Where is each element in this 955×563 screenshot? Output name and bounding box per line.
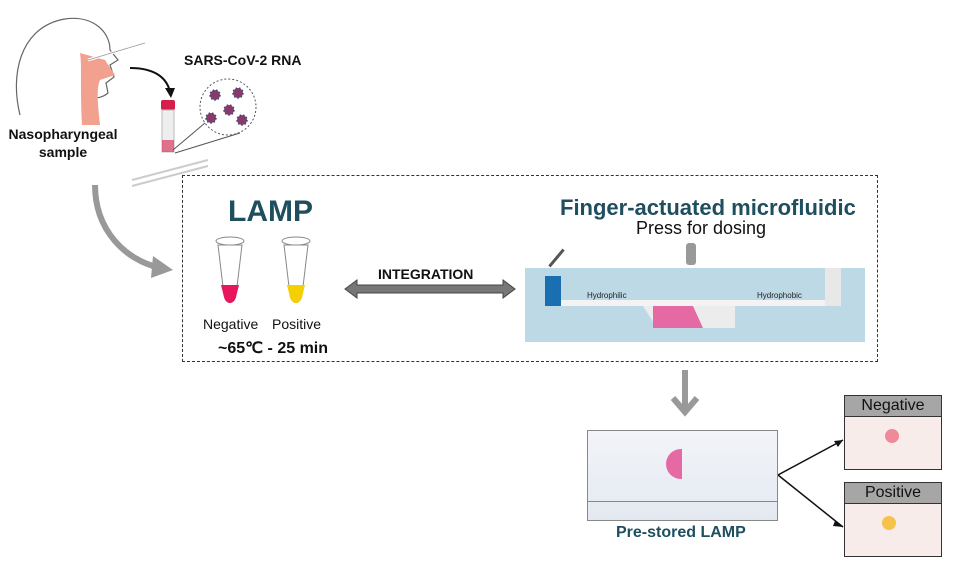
double-arrow-icon (344, 279, 516, 299)
negative-spot (885, 429, 899, 443)
sample-label-line2: sample (38, 144, 88, 160)
integration-label: INTEGRATION (378, 266, 474, 282)
lamp-chip (587, 430, 778, 521)
result-positive-photo (844, 503, 942, 557)
microfluidic-title: Finger-actuated microfluidic (560, 195, 856, 220)
virus-label: SARS-CoV-2 RNA (184, 52, 302, 68)
tube-positive-label: Positive (272, 316, 322, 332)
lamp-title: LAMP (228, 195, 313, 228)
hydrophilic-label: Hydrophilic (587, 291, 627, 300)
tube-negative-label: Negative (203, 316, 259, 332)
result-arrows-icon (778, 439, 844, 528)
sample-label: Nasopharyngeal sample (8, 125, 118, 161)
curved-arrow-icon (129, 67, 175, 98)
process-arrow-icon (92, 184, 173, 278)
hydrophobic-label: Hydrophobic (757, 291, 802, 300)
tube-positive-icon (281, 236, 311, 303)
chip-sample-spot (666, 449, 682, 479)
result-positive-header: Positive (844, 482, 942, 504)
virus-icon (205, 87, 248, 126)
result-negative-header: Negative (844, 395, 942, 417)
integration-frame (182, 175, 878, 362)
sample-tube-icon (161, 100, 175, 153)
chip-label: Pre-stored LAMP (616, 524, 746, 541)
positive-spot (882, 516, 896, 530)
swab-icon (131, 159, 209, 187)
sample-label-line1: Nasopharyngeal (8, 126, 118, 142)
head-illustration (15, 17, 146, 125)
finger-press-icon (686, 243, 696, 265)
microfluidic-subtitle: Press for dosing (636, 218, 767, 238)
tube-negative-icon (215, 236, 245, 303)
lamp-condition: ~65℃ - 25 min (218, 340, 329, 357)
result-negative-photo (844, 416, 942, 470)
microfluidic-device (525, 268, 865, 342)
down-arrow-icon (670, 370, 700, 417)
virus-magnifier (172, 78, 257, 154)
